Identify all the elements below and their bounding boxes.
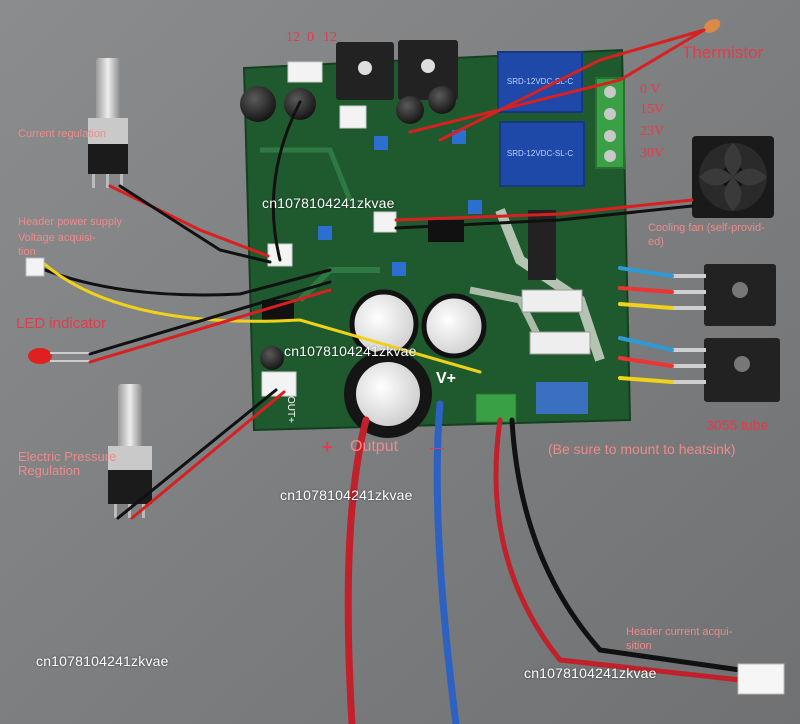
terminal-block-voltage-taps bbox=[595, 77, 625, 169]
current-sense-connector bbox=[737, 663, 785, 695]
led bbox=[28, 348, 90, 364]
tube-3055-label: 3055 tube bbox=[706, 417, 769, 433]
watermark-5: cn1078104241zkvae bbox=[524, 665, 657, 681]
ic-chip-2 bbox=[262, 300, 294, 322]
thermistor-label: Thermistor bbox=[682, 43, 764, 62]
voltage-tap-15: 15V bbox=[640, 102, 665, 117]
output-minus-label: — bbox=[430, 439, 444, 455]
ic-chip bbox=[428, 220, 464, 242]
v-plus-label: V+ bbox=[436, 370, 457, 387]
output-plus-label: + bbox=[322, 437, 333, 457]
output-label: Output bbox=[350, 438, 399, 455]
watermark-3: cn1078104241zkvae bbox=[280, 487, 413, 503]
transformer-tap-12-right: 12 bbox=[323, 30, 337, 45]
cooling-fan-label-line2: ed) bbox=[648, 236, 664, 248]
current-potentiometer bbox=[88, 58, 128, 188]
led-indicator-label: LED indicator bbox=[16, 315, 107, 332]
trimmer-pots bbox=[318, 130, 482, 276]
voltage-acquisition-label-cont: tion bbox=[18, 246, 36, 258]
svg-text:SRD-12VDC-SL-C: SRD-12VDC-SL-C bbox=[507, 77, 573, 86]
output-terminal bbox=[475, 393, 517, 423]
voltage-acquisition-label: Voltage acquisi- bbox=[18, 232, 96, 244]
cooling-fan-label-line1: Cooling fan (self-provid- bbox=[648, 222, 765, 234]
header-current-label-line2: sition bbox=[626, 640, 652, 652]
header-connector bbox=[25, 257, 45, 277]
heatsink-note: (Be sure to mount to heatsink) bbox=[548, 441, 736, 457]
watermark-2: cn1078104241zkvae bbox=[284, 343, 417, 359]
watermark-4: cn1078104241zkvae bbox=[36, 653, 169, 669]
transformer-tap-12-left: 12 bbox=[286, 30, 300, 45]
svg-text:SRD-12VDC-SL-C: SRD-12VDC-SL-C bbox=[507, 149, 573, 158]
watermark-1: cn1078104241zkvae bbox=[262, 195, 395, 211]
small-capacitors bbox=[240, 86, 456, 370]
header-current-label-line1: Header current acqui- bbox=[626, 626, 733, 638]
regulation-label: Regulation bbox=[18, 463, 81, 478]
voltage-tap-0: 0 V bbox=[640, 82, 661, 97]
board-out-label: OUT+ bbox=[285, 396, 296, 423]
relays: SRD-12VDC-SL-C SRD-12VDC-SL-C bbox=[497, 51, 585, 187]
filter-capacitors bbox=[344, 289, 487, 438]
current-regulation-label: Current regulation bbox=[18, 128, 107, 140]
thermistor bbox=[703, 19, 721, 33]
power-resistors bbox=[521, 289, 591, 414]
voltage-regulators bbox=[336, 40, 458, 100]
voltage-tap-23: 23V bbox=[640, 124, 665, 139]
header-power-supply-label: Header power supply bbox=[18, 216, 122, 228]
transformer-tap-0: 0 bbox=[307, 30, 314, 45]
voltage-tap-30: 30V bbox=[640, 146, 665, 161]
voltage-potentiometer bbox=[108, 384, 152, 518]
electric-pressure-label: Electric Pressure bbox=[18, 449, 117, 464]
cooling-fan bbox=[692, 136, 774, 218]
power-transistors bbox=[672, 264, 780, 402]
wires bbox=[38, 28, 743, 724]
white-connectors bbox=[261, 61, 397, 397]
